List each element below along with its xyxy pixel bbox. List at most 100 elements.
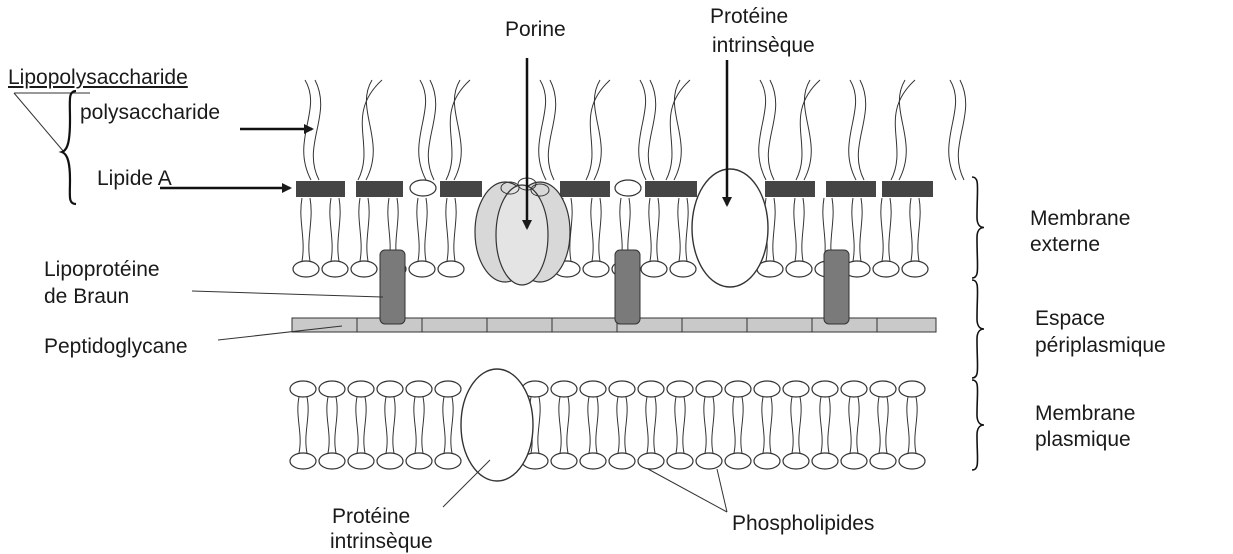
lipid-tail [878,397,880,453]
polysaccharide-chain [891,80,915,180]
lipid-tail [646,397,648,453]
peptidoglycan-segment [487,318,552,332]
phospholipid-head [322,261,348,277]
lipid-tail [741,397,743,453]
lipid-tail [309,198,311,261]
lipid-tail [422,397,424,453]
phospholipid-head [377,381,403,397]
phospholipid-head [783,381,809,397]
phospholipid-head [583,261,609,277]
lipid-tail [364,397,366,453]
label-membrane-externe-1: Membrane [1030,207,1130,231]
label-proteine-bottom-2: intrinsèque [330,530,433,554]
phospholipid-head [638,381,664,397]
polysaccharide-chain [849,80,856,180]
phospholipid-head [580,453,606,469]
phospholipid-head [725,453,751,469]
lipid-tail [712,397,714,453]
lipid-tail [733,397,735,453]
leader-line [648,469,727,512]
lipid-a-block [356,181,403,197]
lipid-a-block [645,181,697,197]
braun-lipoprotein [380,250,405,324]
label-membrane-externe-2: externe [1030,233,1100,257]
label-proteine-top-2: intrinsèque [712,34,815,58]
phospholipid-head [786,261,812,277]
polysaccharide-chain [548,80,555,180]
phospholipid-head [551,381,577,397]
lipid-tail [330,198,332,261]
lipid-tail [918,198,920,261]
peptidoglycan-segment [422,318,487,332]
phospholipid-head [290,381,316,397]
polysaccharide-chain [759,80,766,180]
phospholipid-head [293,261,319,277]
lipid-tail [298,397,300,453]
lipid-tail [359,198,361,261]
phospholipid-head [670,261,696,277]
polysaccharide-chain [358,80,382,180]
lipid-tail [849,397,851,453]
lipid-tail [538,397,540,453]
phospholipid-head [410,180,436,196]
phospholipid-head [290,453,316,469]
phospholipid-head [615,180,641,196]
lipid-tail [802,198,804,261]
phospholipid-head [870,381,896,397]
polysaccharide-chain [428,80,435,180]
phospholipid-head [873,261,899,277]
lipid-a-block [560,181,610,197]
lipid-tail [857,397,859,453]
lipid-tail [773,198,775,261]
porin-subunit [496,185,548,285]
lipid-a-block [882,181,933,197]
polysaccharide-chain [446,80,470,180]
periplasm-brace [972,280,984,378]
lipid-tail [799,397,801,453]
phospholipid-head [696,453,722,469]
phospholipid-head [754,381,780,397]
peptidoglycan-segment [877,318,936,332]
leader-line [192,291,383,297]
polysaccharide-chain [666,80,690,180]
lipid-tail [654,397,656,453]
phospholipid-head [667,381,693,397]
lipid-tail [625,397,627,453]
lipid-tail [301,198,303,261]
polysaccharide-chain [768,80,775,180]
label-phospholipides: Phospholipides [732,512,874,536]
phospholipid-head [348,453,374,469]
polysaccharide-chain [648,80,655,180]
lipid-tail [425,198,427,261]
braun-lipoprotein [615,250,640,324]
lipid-tail [686,198,688,261]
leader-line [218,326,342,340]
label-peptidoglycane: Peptidoglycane [44,335,188,359]
lipid-tail [559,397,561,453]
phospholipid-head [812,381,838,397]
phospholipid-head [580,381,606,397]
label-membrane-plasmique-1: Membrane [1035,402,1135,426]
phospholipid-head [696,381,722,397]
lipid-tail [910,198,912,261]
lipid-tail [446,198,448,261]
phospholipid-head [406,453,432,469]
phospholipid-head [551,453,577,469]
label-espace-2: périplasmique [1035,334,1166,358]
lipid-tail [649,198,651,261]
lipid-tail [443,397,445,453]
phospholipid-head [841,381,867,397]
label-proteine-bottom-1: Protéine [332,505,410,529]
peptidoglycan-segment [747,318,812,332]
lipid-tail [889,198,891,261]
phospholipid-head [641,261,667,277]
lipid-tail [417,198,419,261]
label-espace-1: Espace [1035,307,1105,331]
lipid-tail [393,397,395,453]
label-membrane-plasmique-2: plasmique [1035,428,1131,452]
phospholipid-head [638,453,664,469]
phospholipid-head [812,453,838,469]
lipid-tail [791,397,793,453]
polysaccharide-chain [539,80,546,180]
polysaccharide-chain [419,80,426,180]
